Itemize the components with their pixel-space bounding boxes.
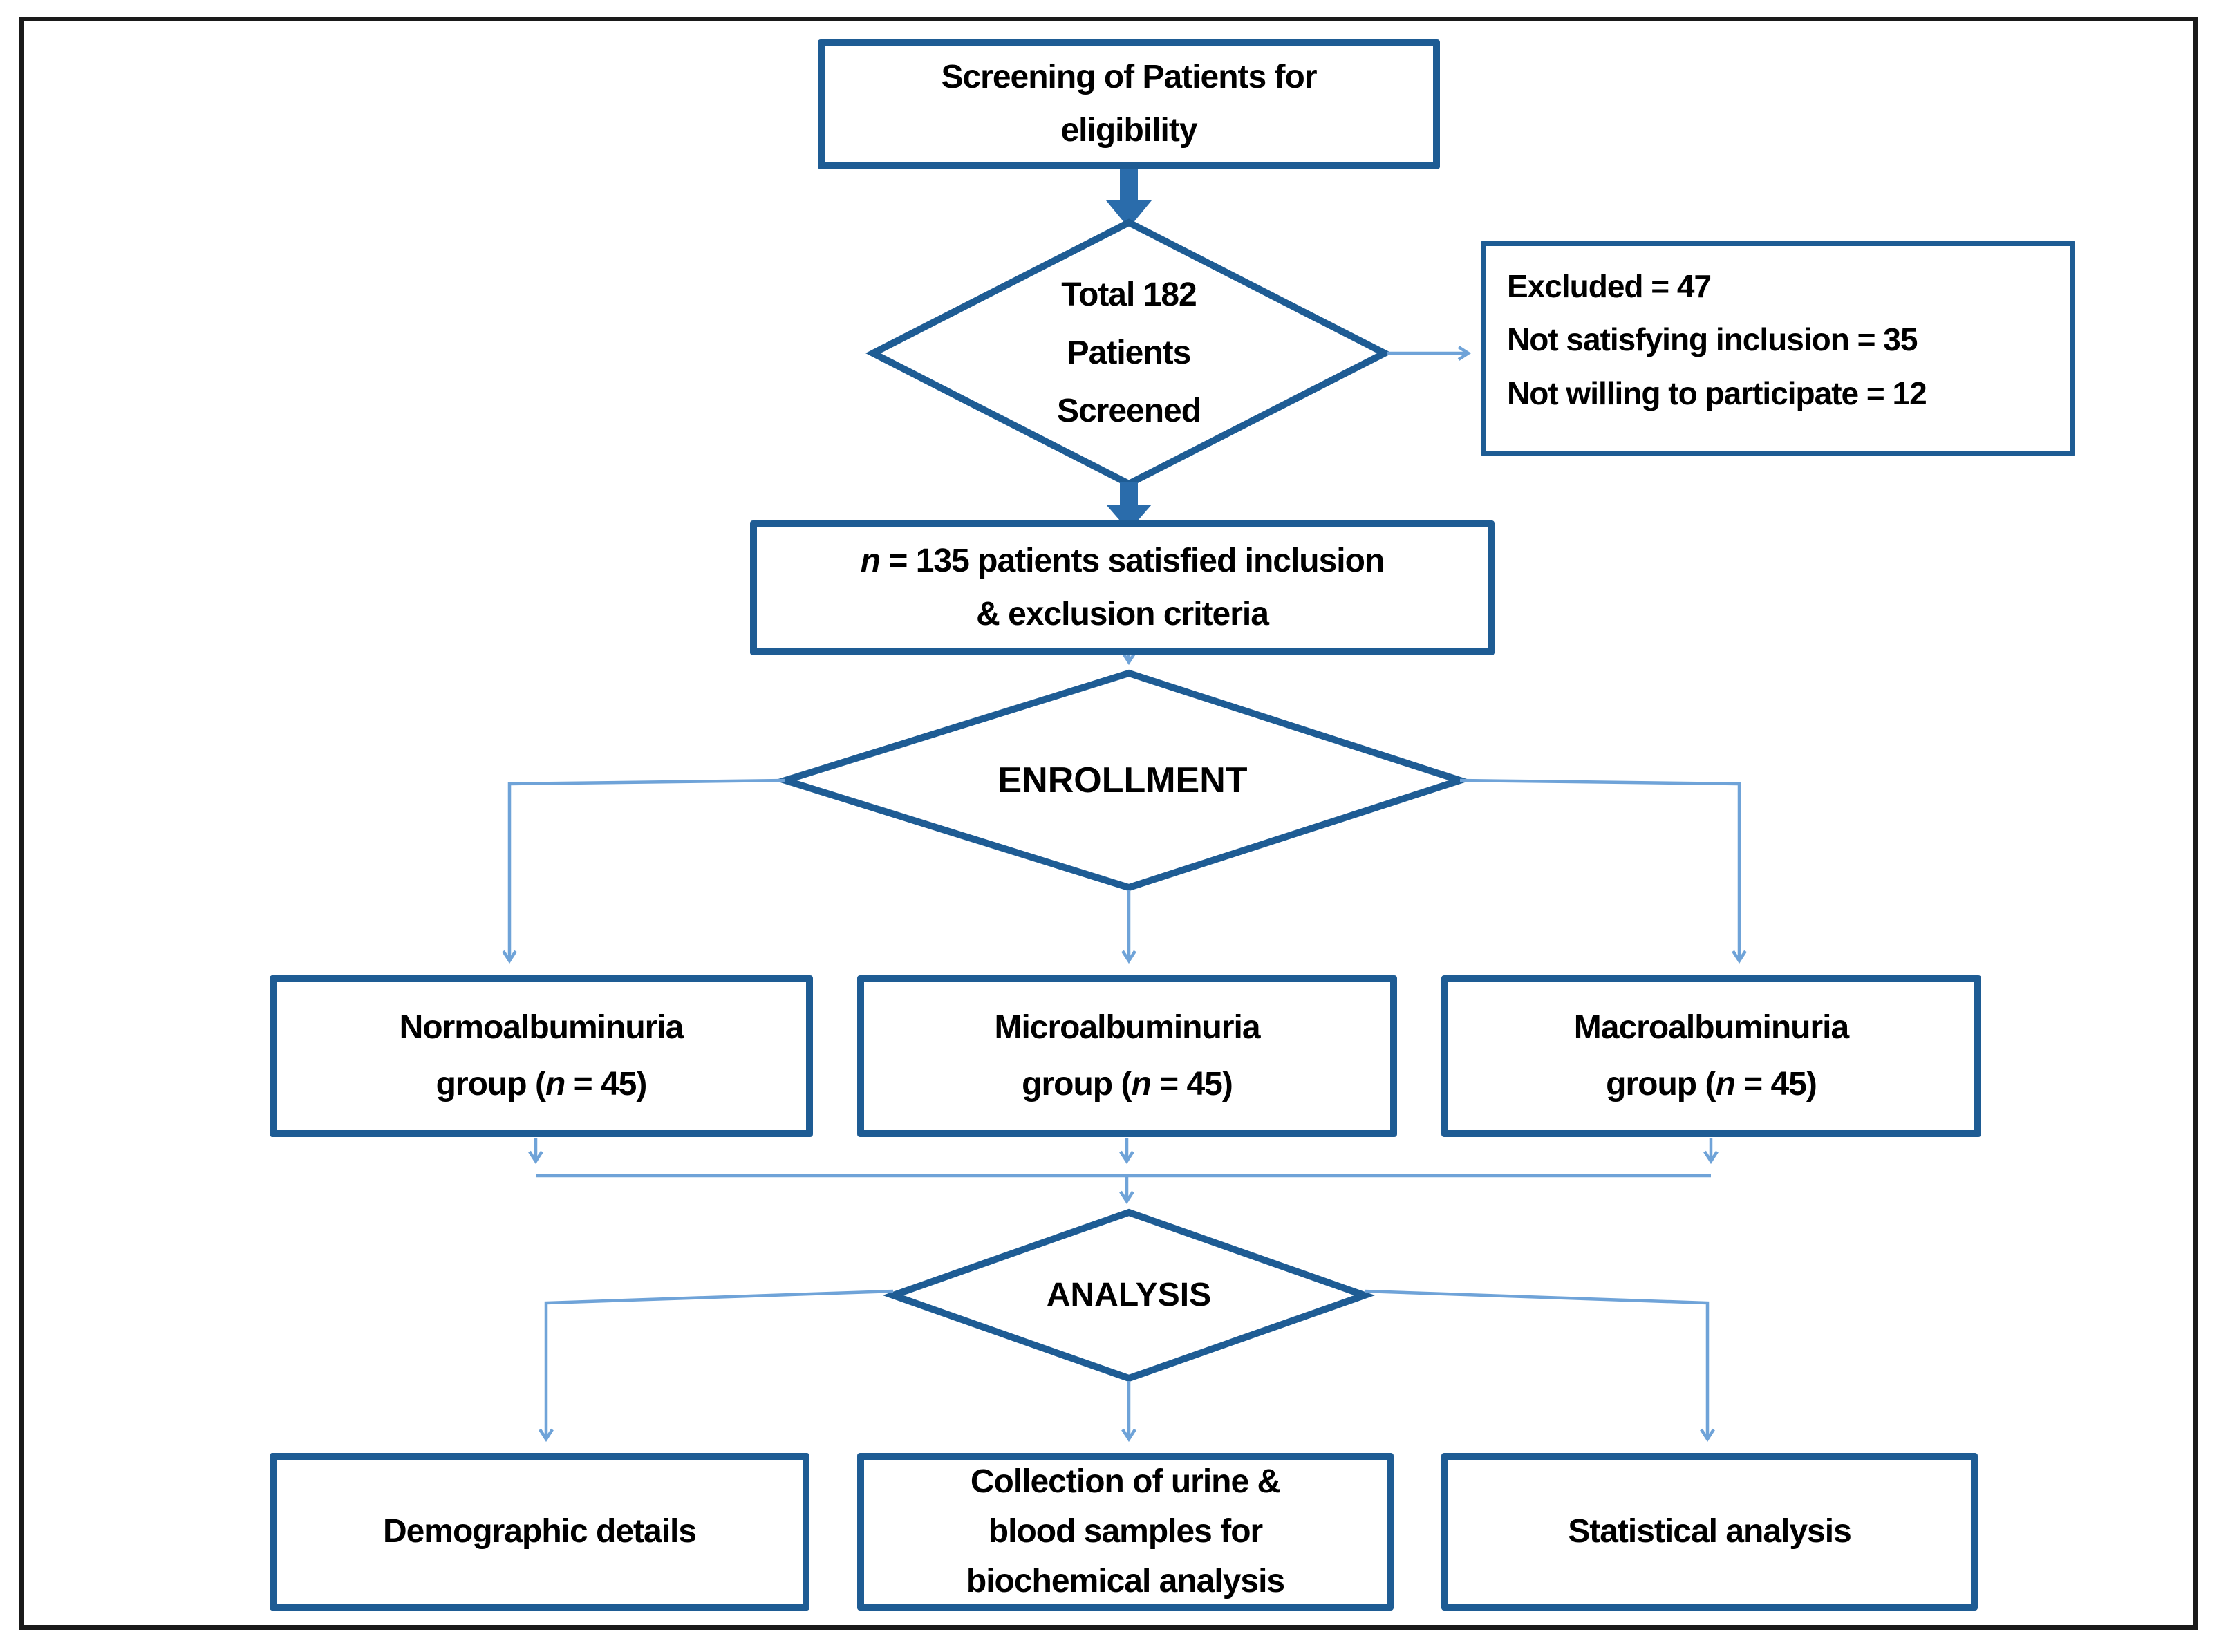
excluded-line2: Not satisfying inclusion = 35: [1507, 321, 1918, 358]
normoalbuminuria-box: Normoalbuminuria group (n = 45): [270, 975, 813, 1137]
macroalbuminuria-box: Macroalbuminuria group (n = 45): [1441, 975, 1981, 1137]
included-line2: & exclusion criteria: [976, 595, 1269, 632]
analysis-diamond-label: ANALYSIS: [893, 1212, 1365, 1378]
arrow-enrollment-to-macro: [1459, 778, 1747, 964]
arrow-screening-to-screened: [1106, 167, 1152, 228]
micro-line1: Microalbuminuria: [994, 1009, 1260, 1046]
microalbuminuria-box: Microalbuminuria group (n = 45): [857, 975, 1397, 1137]
statistical-label: Statistical analysis: [1568, 1512, 1852, 1550]
outer-frame: [19, 17, 2198, 1630]
micro-line2-post: = 45): [1150, 1066, 1233, 1102]
statistical-analysis-box: Statistical analysis: [1441, 1453, 1978, 1611]
included-box: n = 135 patients satisfied inclusion & e…: [750, 520, 1495, 655]
macro-line2: group (n = 45): [1606, 1056, 1817, 1113]
macro-line2-post: = 45): [1734, 1066, 1817, 1102]
excluded-line3: Not willing to participate = 12: [1507, 375, 1927, 411]
normo-line2: group (n = 45): [436, 1056, 648, 1113]
normo-n-italic: n: [545, 1066, 565, 1102]
micro-line2: group (n = 45): [1022, 1056, 1233, 1113]
enrollment-diamond-shape: [774, 669, 1472, 892]
collection-line2: blood samples for: [988, 1513, 1263, 1550]
macro-line1: Macroalbuminuria: [1573, 1009, 1849, 1046]
arrow-enrollment-to-normo: [502, 778, 786, 964]
collection-line3: biochemical analysis: [966, 1563, 1285, 1599]
included-line1-rest: = 135 patients satisfied inclusion: [880, 542, 1385, 579]
excluded-box: Excluded = 47 Not satisfying inclusion =…: [1481, 241, 2075, 456]
screened-line2: Patients: [1067, 335, 1192, 371]
screened-diamond-label: Total 182 Patients Screened: [873, 242, 1385, 464]
analysis-label: ANALYSIS: [1046, 1277, 1212, 1313]
normo-line1: Normoalbuminuria: [399, 1009, 684, 1046]
micro-line2-pre: group (: [1022, 1066, 1132, 1102]
demographic-label: Demographic details: [382, 1512, 697, 1550]
analysis-diamond-shape: [882, 1208, 1376, 1382]
arrow-screened-to-included: [1106, 482, 1152, 531]
enrollment-diamond-label: ENROLLMENT: [785, 673, 1460, 888]
normo-line2-post: = 45): [565, 1066, 648, 1102]
screened-line3: Screened: [1056, 393, 1201, 429]
normo-line2-pre: group (: [436, 1066, 546, 1102]
screening-line2: eligibility: [1060, 112, 1197, 149]
macro-line2-pre: group (: [1606, 1066, 1716, 1102]
macro-n-italic: n: [1715, 1066, 1735, 1102]
excluded-line1: Excluded = 47: [1507, 268, 1712, 304]
screening-box: Screening of Patients for eligibility: [818, 39, 1440, 169]
demographic-details-box: Demographic details: [270, 1453, 809, 1611]
arrow-analysis-to-statistical: [1364, 1289, 1715, 1443]
arrow-analysis-to-demographic: [539, 1289, 894, 1443]
collection-line1: Collection of urine &: [970, 1463, 1281, 1500]
screening-line1: Screening of Patients for: [941, 59, 1317, 96]
included-line1: n = 135 patients satisfied inclusion: [861, 535, 1385, 588]
sample-collection-box: Collection of urine & blood samples for …: [857, 1453, 1394, 1611]
micro-n-italic: n: [1131, 1066, 1151, 1102]
screened-line1: Total 182: [1061, 276, 1197, 313]
included-n-italic: n: [860, 542, 881, 579]
enrollment-label: ENROLLMENT: [998, 760, 1248, 800]
